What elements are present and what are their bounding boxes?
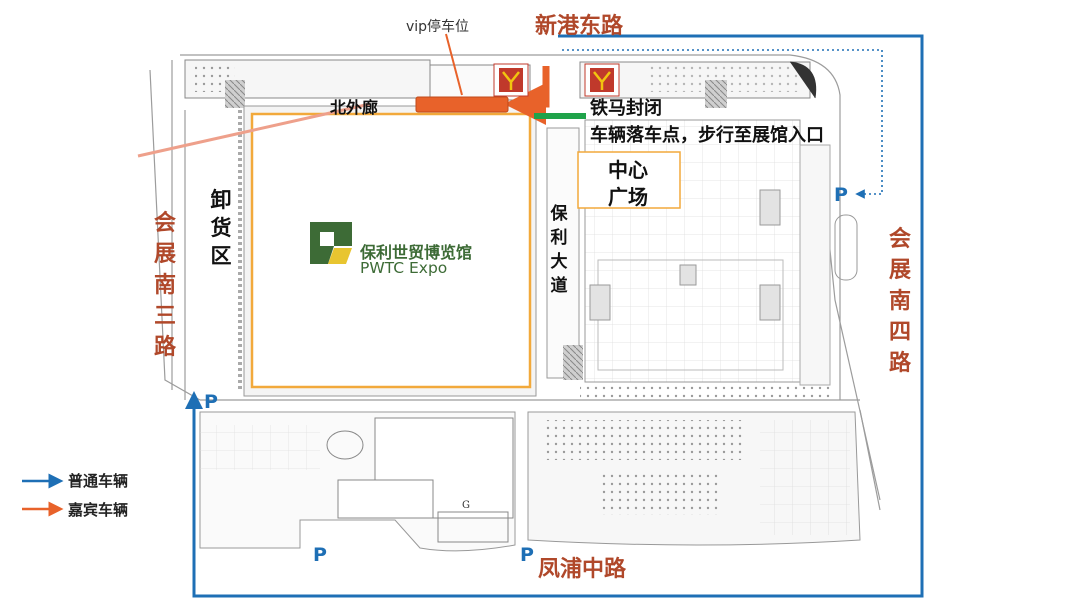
east-parking-strip (834, 214, 858, 281)
north-corridor-label: 北外廊 (330, 98, 379, 117)
center-plaza-label-line1: 中心 (608, 158, 648, 182)
landmark-badge-left (493, 63, 529, 97)
south-complex-right (527, 411, 861, 546)
barrier-line (534, 113, 586, 119)
logo-name-cn: 保利世贸博览馆 (360, 243, 473, 262)
center-plaza-box (577, 151, 681, 209)
logo-name-en: PWTC Expo (360, 258, 448, 277)
exhibition-hall (238, 105, 537, 397)
legend-arrows (22, 473, 64, 517)
legend-label-vip: 嘉宾车辆 (68, 501, 129, 519)
drop-off-point-label: 车辆落车点，步行至展馆入口 (590, 125, 824, 146)
unloading-area-label: 卸货区 (210, 188, 232, 268)
vip-parking-label: vip停车位 (406, 19, 470, 35)
landmark-badge-right (584, 63, 620, 97)
pwtc-logo-icon (310, 222, 352, 264)
road-label-north: 新港东路 (535, 14, 624, 39)
road-label-west: 会展南三路 (153, 211, 176, 360)
regular-vehicle-route (185, 34, 924, 598)
legend-item-vip: 嘉宾车辆 (68, 499, 128, 520)
south-complex-left: G (199, 411, 516, 552)
road-label-south: 凤浦中路 (538, 557, 627, 582)
parking-marker-west: P (204, 391, 218, 413)
poly-avenue-label: 保利大道 (550, 204, 568, 296)
road-label-east: 会展南四路 (888, 227, 911, 376)
barrier-closed-label: 铁马封闭 (590, 98, 662, 119)
parking-marker-south-left: P (313, 544, 327, 566)
poly-avenue-strip (546, 127, 583, 380)
legend-item-regular: 普通车辆 (68, 470, 128, 491)
legend-label-regular: 普通车辆 (68, 472, 129, 490)
vip-vehicle-route (137, 33, 550, 158)
parking-marker-south-right: P (520, 544, 534, 566)
center-plaza-label-line2: 广场 (608, 185, 648, 209)
svg-text:G: G (462, 500, 470, 511)
parking-marker-east: P (834, 184, 848, 206)
north-building-strip (184, 59, 817, 108)
